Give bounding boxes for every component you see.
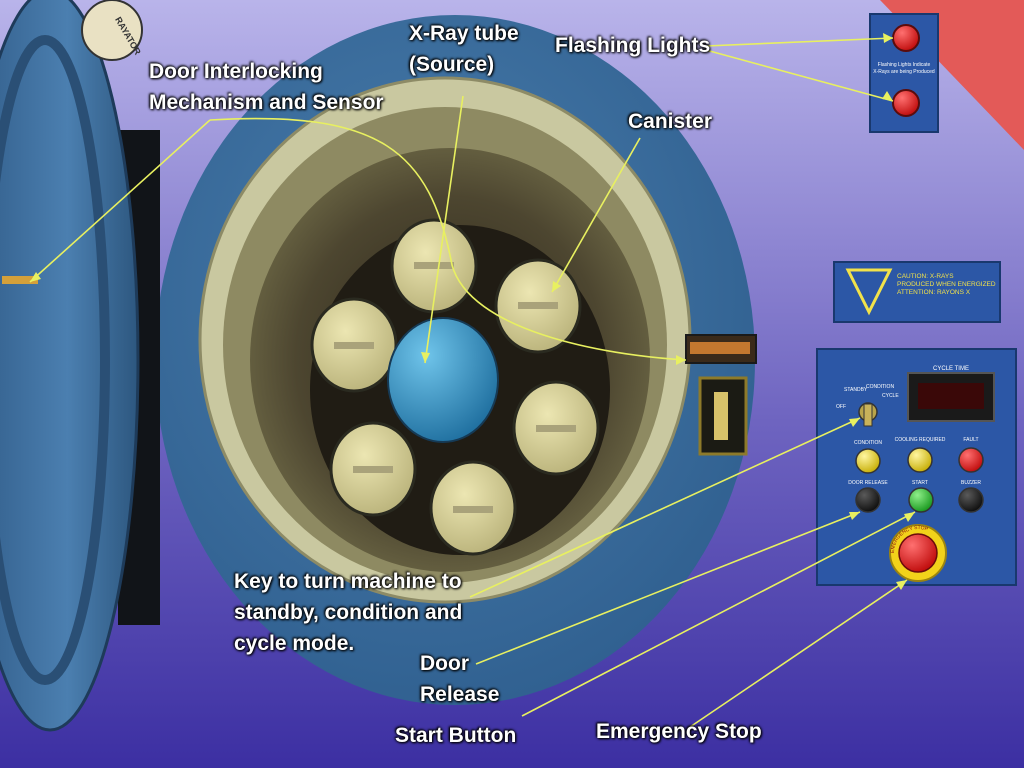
canister-handle (353, 466, 393, 473)
light-panel-text-1: Flashing Lights Indicate (878, 62, 931, 68)
label-canister: Canister (628, 106, 712, 137)
canister-handle (536, 425, 576, 432)
open-door (0, 0, 140, 732)
flashing-light-top (892, 24, 920, 52)
xray-source-dome (387, 317, 499, 443)
label-door-release-line2: Release (420, 683, 500, 706)
arrowhead (849, 418, 860, 427)
canister-handle (334, 342, 374, 349)
label-door-interlock-line2: Mechanism and Sensor (149, 91, 384, 114)
key-condition-label: CONDITION (866, 384, 894, 390)
fault-lamp (958, 447, 984, 473)
callout-line-estop (689, 579, 908, 728)
emergency-stop-button[interactable] (898, 533, 938, 573)
label-door-release: Door Release (420, 648, 499, 710)
label-xray-tube-line1: X-Ray tube (409, 22, 519, 45)
door-latch-bar (690, 342, 750, 354)
caution-triangle-icon (845, 268, 893, 316)
canister-handle (518, 302, 558, 309)
door-interlock-pin (2, 276, 38, 284)
cooling-lamp-label: COOLING REQUIRED (895, 437, 946, 443)
caution-line-2: PRODUCED WHEN ENERGIZED (897, 281, 996, 288)
start-button[interactable] (908, 487, 934, 513)
callout-line-door-release (475, 511, 861, 665)
buzzer-button[interactable] (958, 487, 984, 513)
label-start-button: Start Button (395, 720, 516, 751)
callout-line-flash-bottom (705, 49, 894, 102)
label-key-mode: Key to turn machine to standby, conditio… (234, 566, 462, 659)
caution-sign (833, 261, 1001, 323)
door-window-ring (0, 35, 110, 685)
label-key-mode-line1: Key to turn machine to (234, 570, 462, 593)
cycle-time-screen (918, 383, 984, 409)
callout-line-flash-top (705, 37, 894, 47)
label-door-interlock-line1: Door Interlocking (149, 60, 323, 83)
door-lock-tongue (714, 392, 728, 440)
canister-handle (414, 262, 454, 269)
arrowhead (883, 33, 893, 43)
light-panel-text-2: X-Rays are being Produced (873, 69, 935, 75)
callout-lines (29, 37, 916, 728)
buzzer-panel-label: BUZZER (961, 480, 981, 486)
fault-lamp-label: FAULT (963, 437, 978, 443)
callout-line-canister (551, 137, 641, 293)
cycle-time-label: CYCLE TIME (933, 366, 969, 372)
caution-line-1: CAUTION: X-RAYS (897, 273, 954, 280)
flashing-light-bottom (892, 89, 920, 117)
callout-line-door-sensor (209, 117, 687, 361)
door-badge (81, 0, 143, 61)
key-standby-label: STANDBY (844, 387, 868, 393)
arrowhead (882, 91, 893, 101)
arrowhead (896, 580, 907, 590)
door-release-panel-label: DOOR RELEASE (848, 480, 888, 486)
label-xray-tube: X-Ray tube (Source) (409, 18, 519, 80)
condition-lamp (855, 448, 881, 474)
condition-lamp-label: CONDITION (854, 440, 882, 446)
label-door-release-line1: Door (420, 652, 469, 675)
door-release-button[interactable] (855, 487, 881, 513)
label-key-mode-line3: cycle mode. (234, 632, 355, 655)
label-emergency-stop: Emergency Stop (596, 716, 762, 747)
callout-line-door-interlock (29, 119, 211, 283)
arrowhead (421, 352, 430, 363)
label-flashing-lights-line1: Flashing Lights (555, 34, 711, 57)
callout-arrowheads (30, 33, 915, 590)
label-flashing-lights: Flashing Lights (555, 30, 710, 61)
cooling-required-lamp (907, 447, 933, 473)
label-xray-tube-line2: (Source) (409, 53, 495, 76)
canister-group (310, 218, 600, 556)
arrowhead (676, 355, 686, 365)
label-start-button-line1: Start Button (395, 724, 517, 747)
canister-handle (453, 506, 493, 513)
arrowhead (849, 512, 860, 520)
label-emergency-stop-line1: Emergency Stop (596, 720, 762, 743)
callout-line-key (469, 417, 861, 598)
label-door-interlock: Door Interlocking Mechanism and Sensor (149, 56, 384, 118)
label-key-mode-line2: standby, condition and (234, 601, 463, 624)
callout-line-start (521, 511, 916, 717)
key-off-label: OFF (836, 404, 846, 410)
key-cycle-label: CYCLE (882, 393, 899, 399)
mode-key-icon (863, 403, 873, 427)
label-canister-line1: Canister (628, 110, 713, 133)
arrowhead (552, 281, 561, 292)
arrowhead (904, 512, 915, 522)
arrowhead (30, 272, 41, 282)
start-panel-label: START (912, 480, 928, 486)
caution-line-3: ATTENTION: RAYONS X (897, 289, 971, 296)
